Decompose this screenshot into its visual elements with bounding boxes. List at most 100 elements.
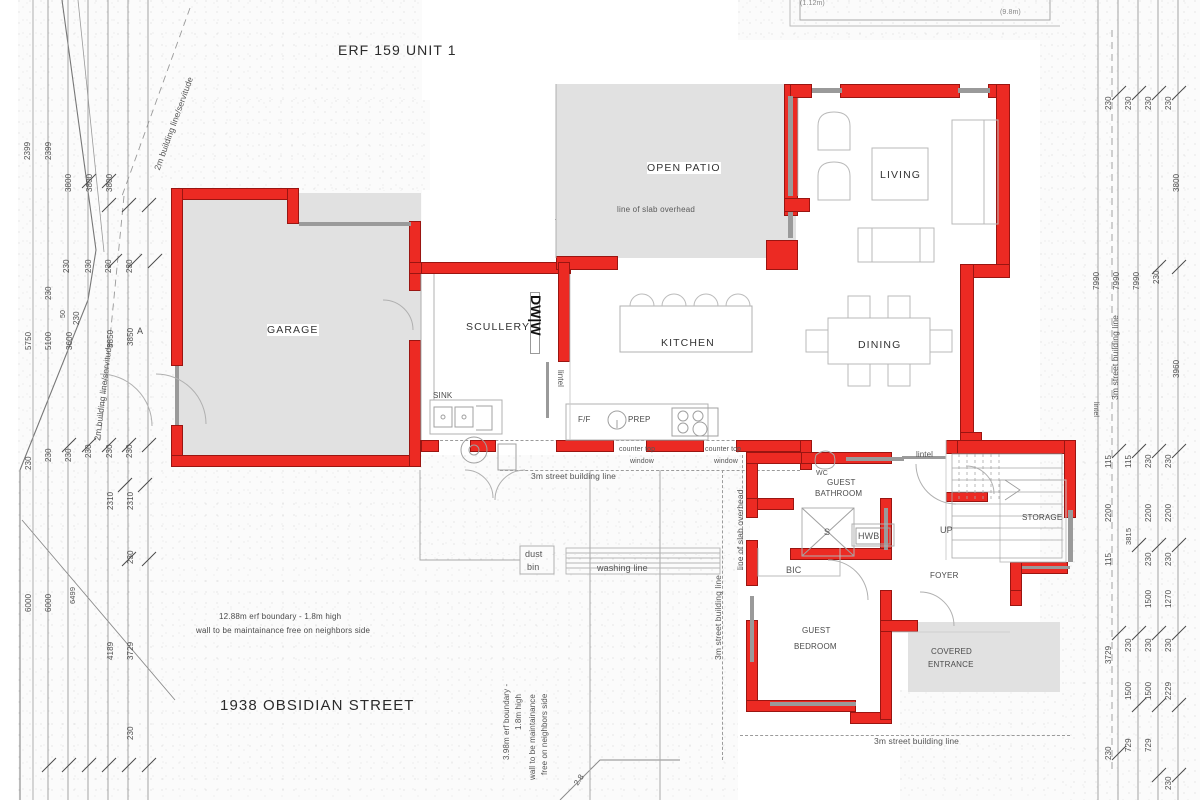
dim-right-230-l: 230 (1164, 638, 1173, 652)
wall-garage-top-right (287, 188, 299, 224)
annotation-counter-top-2b: window (714, 458, 738, 465)
fixture-label-bic: BIC (786, 565, 802, 575)
wall-patio-southeast (766, 240, 798, 270)
dim-right-230-a: 230 (1104, 96, 1113, 110)
site-ground-hatch-entrance (900, 690, 1060, 800)
fixture-label-shower: S (824, 527, 831, 537)
annotation-counter-top-1b: window (630, 458, 654, 465)
dim-left-5100: 5100 (44, 331, 53, 350)
dim-left-230-n: 230 (126, 726, 135, 740)
annotation-erf-boundary-vert-1: 3.98m erf boundary - (502, 683, 511, 760)
street-building-line-left-dash (500, 470, 800, 471)
room-label-scullery: SCULLERY (466, 321, 531, 333)
street-name-label: 1938 OBSIDIAN STREET (220, 697, 415, 714)
dim-right-2200-c: 2200 (1164, 503, 1173, 522)
wall-patio-east-stub (784, 198, 810, 212)
dim-right-115-c: 115 (1104, 552, 1113, 566)
window-bedroom-west (750, 596, 754, 662)
dim-left-230-b: 230 (72, 311, 81, 325)
wall-garage-left (171, 188, 183, 366)
dim-right-230-k: 230 (1144, 638, 1153, 652)
wall-bath-south (790, 548, 892, 560)
dim-left-a-marker: A (137, 326, 144, 336)
annotation-erf-boundary-vert-3: wall to be maintainance (528, 694, 537, 780)
annotation-erf-boundary-bottom-1: 12.88m erf boundary - 1.8m high (219, 612, 342, 621)
dim-right-1500-c: 1500 (1144, 681, 1153, 700)
wall-bic-left (746, 498, 758, 518)
dim-left-6499: 6499 (68, 586, 77, 604)
slab-overhead-vertical-dash (742, 455, 743, 570)
fixture-label-ff: F/F (578, 415, 591, 424)
fixture-label-sink: SINK (433, 391, 453, 400)
wall-scullery-north-2 (556, 256, 618, 270)
dim-right-115-b: 115 (1124, 454, 1133, 468)
dim-right-3960: 3960 (1172, 359, 1181, 378)
dim-left-230-j: 230 (84, 444, 93, 458)
annotation-erf-boundary-vert-4: free on neighbors side (540, 693, 549, 775)
dim-left-230-l: 230 (125, 444, 134, 458)
dim-left-230-k: 230 (105, 444, 114, 458)
dim-left-3600: 3600 (65, 331, 74, 350)
fixture-label-up: UP (940, 525, 953, 535)
window-storage-east (1068, 510, 1073, 562)
dim-right-7990-c: 7990 (1132, 271, 1141, 290)
room-label-garage: GARAGE (267, 324, 319, 336)
dim-right-230-m: 230 (1104, 746, 1113, 760)
annotation-lintel-scullery: lintel (556, 370, 565, 388)
site-ground-hatch-garage-north (170, 100, 430, 190)
street-building-line-vertical-dash (722, 470, 723, 760)
fixture-label-dust-bin-1: dust (525, 549, 543, 559)
lintel-bar-storage (1022, 566, 1070, 569)
site-ground-hatch-right (1040, 0, 1200, 800)
dim-right-3800: 3800 (1172, 173, 1181, 192)
dim-left-3800-c: 3800 (105, 173, 114, 192)
dim-right-230-f: 230 (1144, 454, 1153, 468)
dim-left-230-m: 230 (126, 550, 135, 564)
dim-left-230-e: 230 (104, 259, 113, 273)
dim-right-230-g: 230 (1164, 454, 1173, 468)
dim-left-230-d: 230 (84, 259, 93, 273)
dim-left-230-f: 230 (125, 259, 134, 273)
fixture-label-washing-line: washing line (597, 563, 648, 573)
wall-living-north-left (790, 84, 812, 98)
lintel-bar-scullery (546, 362, 549, 418)
dim-left-2310-b: 2310 (126, 491, 135, 510)
room-label-kitchen: KITCHEN (661, 337, 715, 349)
room-label-covered-entrance-2: ENTRANCE (928, 660, 974, 669)
window-patio-west (788, 96, 793, 196)
dim-right-1500-a: 1500 (1144, 589, 1153, 608)
annotation-street-building-line-vertical: 3m street building line (713, 575, 723, 660)
dim-right-3815: 3815 (1124, 527, 1133, 545)
dim-top-right-a: (1.12m) (800, 0, 825, 7)
dim-left-6000-b: 6000 (44, 593, 53, 612)
dim-right-2200-a: 2200 (1104, 503, 1113, 522)
window-bath-east (884, 508, 888, 550)
room-label-guest-bathroom-2: BATHROOM (815, 489, 863, 498)
window-living-north-2 (958, 88, 990, 93)
dim-top-right-b: (9.8m) (1000, 9, 1021, 16)
dim-right-2229: 2229 (1164, 681, 1173, 700)
dim-right-2200-b: 2200 (1144, 503, 1153, 522)
annotation-lintel-bath: lintel (916, 450, 934, 459)
dim-left-3800-a: 3800 (64, 173, 73, 192)
dim-left-2399-b: 2399 (44, 141, 53, 160)
wall-dw-divider (530, 292, 540, 354)
dim-left-4189: 4189 (106, 641, 115, 660)
dim-right-1270: 1270 (1164, 589, 1173, 608)
dim-right-230-j: 230 (1124, 638, 1133, 652)
dim-left-3729: 3729 (126, 641, 135, 660)
dim-left-230-h: 230 (44, 448, 53, 462)
window-garage-north (299, 222, 411, 226)
room-label-storage: STORAGE (1022, 513, 1063, 522)
dim-right-230-h: 230 (1144, 552, 1153, 566)
annotation-street-building-line-bottom: 3m street building line (874, 736, 959, 746)
dim-right-230-d: 230 (1164, 96, 1173, 110)
dim-left-230-50: 50 (60, 310, 67, 318)
room-label-dining: DINING (858, 339, 902, 351)
annotation-erf-boundary-bottom-2: wall to be maintainance free on neighbor… (196, 626, 371, 635)
annotation-lintel-right: lintel (1092, 402, 1099, 417)
room-label-covered-entrance-1: COVERED (931, 647, 972, 656)
